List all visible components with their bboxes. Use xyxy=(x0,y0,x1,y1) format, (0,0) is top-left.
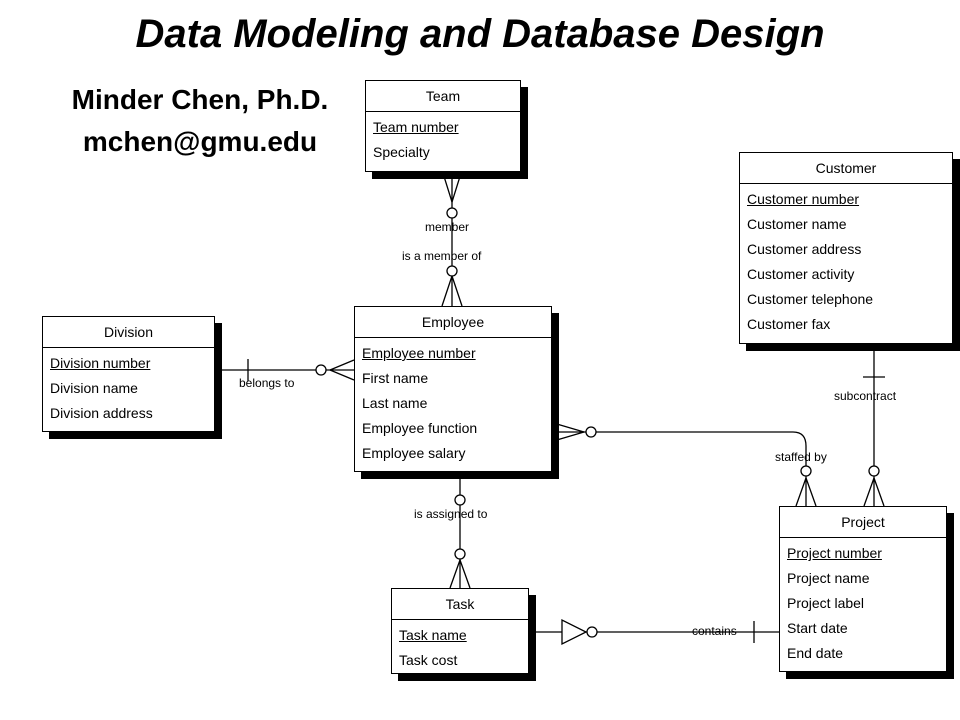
attr: Customer address xyxy=(747,241,862,257)
entity-title: Team xyxy=(366,81,520,112)
entity-title: Task xyxy=(392,589,528,620)
attr: Division name xyxy=(50,380,138,396)
entity-title: Division xyxy=(43,317,214,348)
attr: Specialty xyxy=(373,144,430,160)
rel-label-contains: contains xyxy=(692,624,737,638)
attr: Customer fax xyxy=(747,316,831,332)
rel-label-is-assigned-to: is assigned to xyxy=(414,507,488,521)
attr-primary-key: Division number xyxy=(50,355,151,371)
attr: Project label xyxy=(787,595,865,611)
attr: End date xyxy=(787,645,844,661)
attr: Customer telephone xyxy=(747,291,874,307)
attr: Last name xyxy=(362,395,428,411)
attr-primary-key: Task name xyxy=(399,627,467,643)
entity-employee[interactable]: Employee Employee number First name Last… xyxy=(354,306,552,472)
author-email: mchen@gmu.edu xyxy=(82,126,318,157)
attr: Task cost xyxy=(399,652,458,668)
entity-title: Customer xyxy=(740,153,952,184)
entity-project[interactable]: Project Project number Project name Proj… xyxy=(779,506,947,672)
attr-primary-key: Project number xyxy=(787,545,882,561)
attr: Customer activity xyxy=(747,266,855,282)
entity-division[interactable]: Division Division number Division name D… xyxy=(42,316,215,432)
rel-label-subcontract: subcontract xyxy=(834,389,897,403)
attr: Customer name xyxy=(747,216,847,232)
entity-title: Employee xyxy=(355,307,551,338)
rel-label-is-member-of: is a member of xyxy=(402,249,482,263)
entity-title: Project xyxy=(780,507,946,538)
entity-team[interactable]: Team Team number Specialty xyxy=(365,80,521,172)
author-name: Minder Chen, Ph.D. xyxy=(71,84,329,115)
attr: Project name xyxy=(787,570,870,586)
entity-task[interactable]: Task Task name Task cost xyxy=(391,588,529,674)
attr-primary-key: Employee number xyxy=(362,345,476,361)
rel-label-staffed-by: staffed by xyxy=(775,450,827,464)
rel-label-belongs-to: belongs to xyxy=(239,376,295,390)
attr: First name xyxy=(362,370,429,386)
attr: Employee function xyxy=(362,420,478,436)
attr: Division address xyxy=(50,405,153,421)
attr-primary-key: Customer number xyxy=(747,191,860,207)
attr: Start date xyxy=(787,620,848,636)
page-title: Data Modeling and Database Design xyxy=(135,12,825,56)
rel-label-member: member xyxy=(425,220,470,234)
entity-customer[interactable]: Customer Customer number Customer name C… xyxy=(739,152,953,344)
attr-primary-key: Team number xyxy=(373,119,459,135)
attr: Employee salary xyxy=(362,445,466,461)
